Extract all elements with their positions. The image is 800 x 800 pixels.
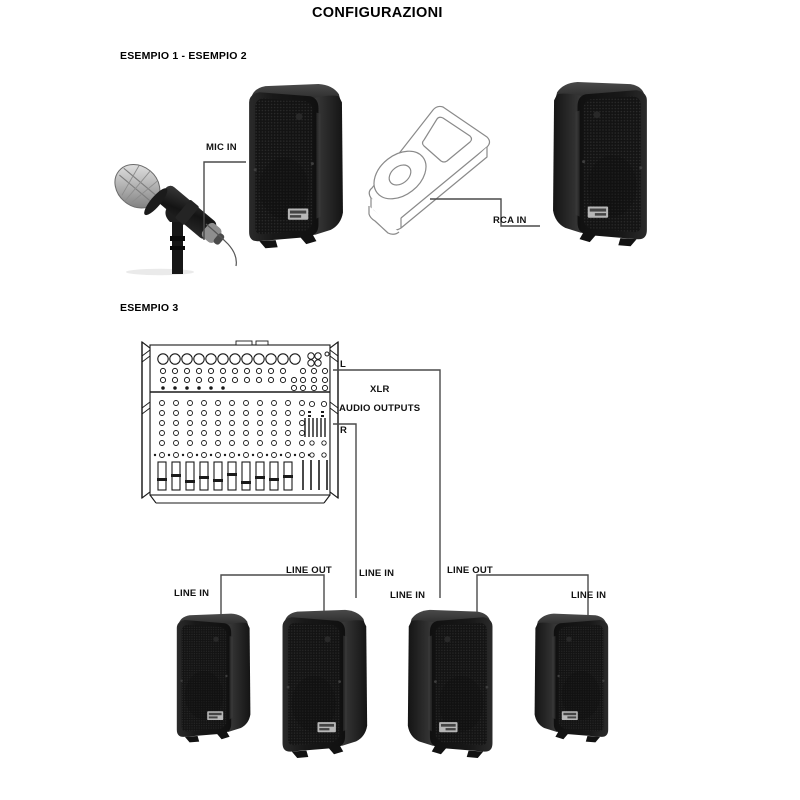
wire-mic-in (203, 161, 246, 240)
speaker-esempio1 (249, 84, 343, 249)
label-spk1-line-in: LINE IN (174, 588, 210, 599)
section-heading-esempio-3: ESEMPIO 3 (120, 302, 179, 314)
wire-line-out-spk2-to-spk1 (220, 574, 325, 616)
label-spk2-line-out: LINE OUT (286, 565, 332, 576)
microphone (114, 163, 237, 276)
label-xlr: XLR (370, 384, 390, 395)
label-spk4-line-in: LINE IN (571, 590, 607, 601)
label-mic-in: MIC IN (206, 142, 237, 153)
wire-xlr-output-left (333, 369, 441, 598)
section-heading-esempio-1-2: ESEMPIO 1 - ESEMPIO 2 (120, 50, 247, 62)
label-output-left: L (340, 359, 347, 370)
speaker-2 (282, 609, 368, 758)
label-output-right: R (340, 425, 348, 436)
audio-mixer (141, 340, 339, 504)
wire-rca-in (430, 198, 540, 227)
label-spk3-line-in-top: LINE IN (359, 568, 395, 579)
label-rca-in: RCA IN (493, 215, 527, 226)
speaker-1 (176, 613, 251, 743)
label-audio-outputs: AUDIO OUTPUTS (339, 403, 421, 414)
speaker-3 (407, 609, 493, 758)
label-spk3-line-in: LINE IN (390, 590, 426, 601)
speaker-esempio2 (553, 82, 647, 247)
wire-xlr-output-right (333, 423, 357, 598)
page-title: CONFIGURAZIONI (312, 5, 443, 21)
wire-line-out-spk3-to-spk4 (476, 574, 589, 616)
speaker-4 (534, 613, 609, 743)
mp3-player (368, 105, 491, 235)
label-spk4-line-out: LINE OUT (447, 565, 493, 576)
